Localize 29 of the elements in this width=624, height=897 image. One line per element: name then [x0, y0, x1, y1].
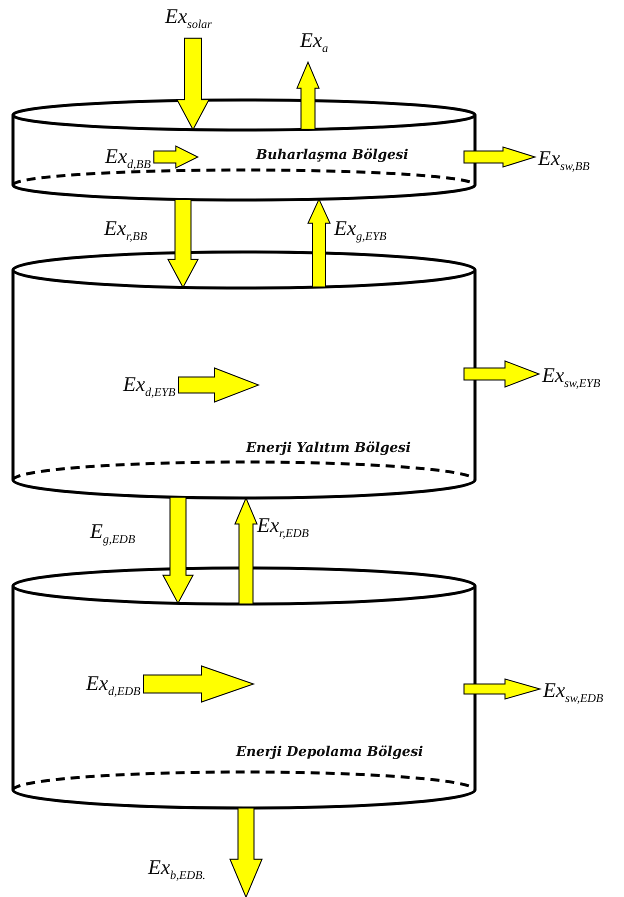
zone-label: Buharlaşma Bölgesi: [256, 147, 408, 163]
exergy-label: Ex$_{d,EYB}$: [123, 372, 176, 404]
arrow: [464, 360, 540, 388]
edge-label: Ex$_{r,BB}$: [104, 216, 148, 246]
zone-label: Enerji Yalıtım Bölgesi: [246, 440, 411, 456]
edge-label: E$_{g,EDB}$: [90, 519, 136, 548]
exergy-label: Ex$_{d,EDB}$: [86, 671, 140, 704]
arrow: [153, 145, 199, 169]
arrow: [296, 60, 320, 130]
exergy-label: Ex$_{a}$: [300, 28, 328, 60]
arrow: [167, 199, 199, 288]
arrow: [464, 678, 542, 700]
arrow: [178, 367, 260, 403]
arrow: [143, 665, 256, 703]
zone-label: Enerji Depolama Bölgesi: [236, 744, 424, 760]
arrow: [464, 146, 537, 168]
exergy-label: Ex$_{sw,EYB}$: [542, 363, 600, 396]
edge-label: Ex$_{r,EDB}$: [257, 513, 309, 542]
arrow: [229, 808, 263, 897]
arrow: [307, 198, 331, 288]
arrow: [234, 496, 258, 604]
exergy-label: Ex$_{sw,BB}$: [538, 146, 590, 178]
edge-label: Ex$_{g,EYB}$: [334, 216, 386, 246]
exergy-label: Ex$_{b,EDB.}$: [148, 855, 206, 888]
exergy-label: Ex$_{solar}$: [165, 4, 212, 36]
arrow: [162, 496, 194, 604]
exergy-label: Ex$_{d,BB}$: [105, 144, 151, 176]
exergy-label: Ex$_{sw,EDB}$: [543, 678, 604, 710]
arrow: [176, 38, 210, 131]
